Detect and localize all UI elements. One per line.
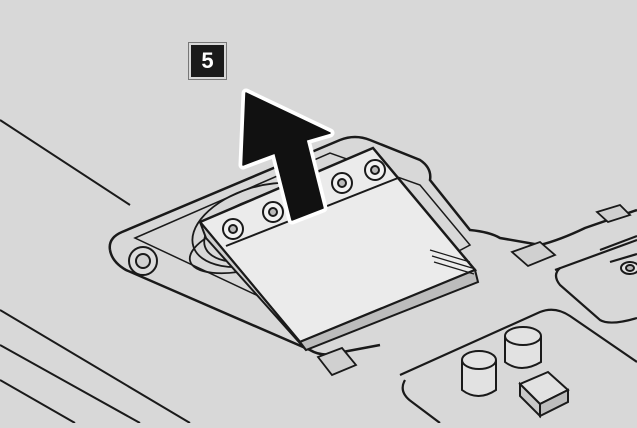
chassis-edge-lines xyxy=(0,119,191,424)
antenna-connectors xyxy=(222,159,386,240)
screw-post xyxy=(128,246,158,276)
motherboard-area xyxy=(399,234,637,424)
step-number-badge: 5 xyxy=(191,45,224,77)
wireless-card xyxy=(197,146,480,352)
chassis-pads xyxy=(316,203,632,377)
board-components xyxy=(461,261,637,419)
lift-up-arrow-icon xyxy=(238,88,335,225)
